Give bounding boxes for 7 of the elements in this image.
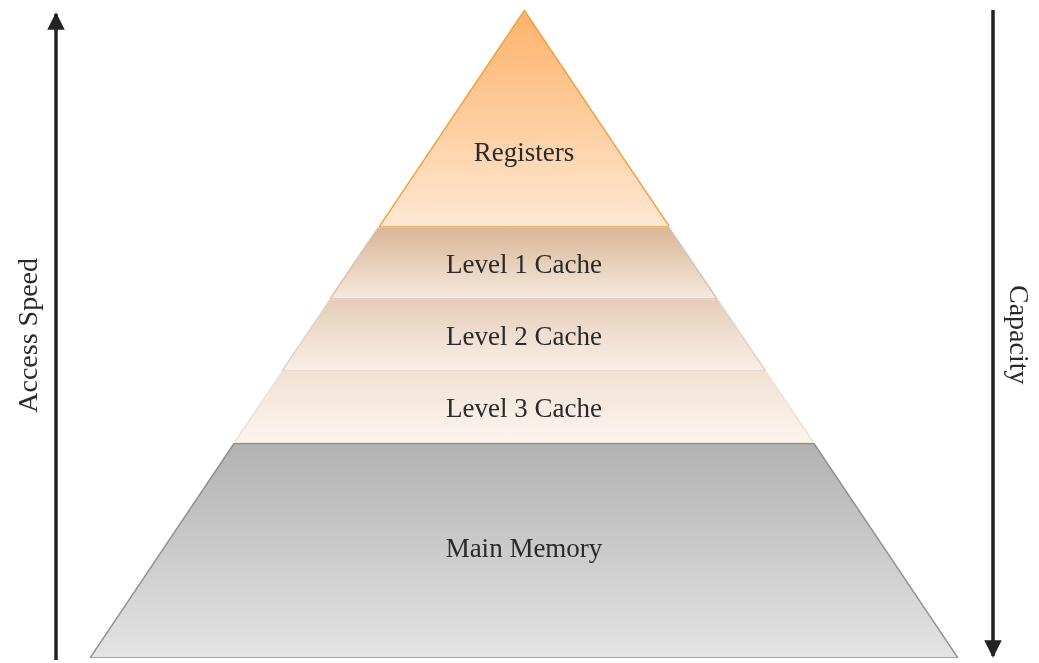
tier-label: Main Memory xyxy=(445,532,603,564)
axis-label: Capacity xyxy=(1003,285,1035,385)
axis-label: Access Speed xyxy=(12,257,44,413)
tier-label: Level 2 Cache xyxy=(446,320,602,352)
tier-label: Level 1 Cache xyxy=(446,248,602,280)
tier-label: Registers xyxy=(473,136,575,168)
tier-label: Level 3 Cache xyxy=(446,392,602,424)
